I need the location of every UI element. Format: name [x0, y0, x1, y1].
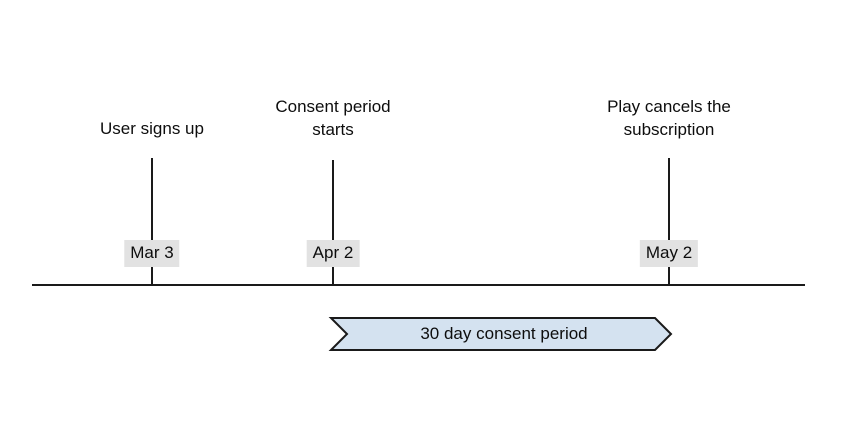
event-caption: Play cancels the subscription [607, 97, 731, 139]
chevron-arrow-shape [328, 317, 673, 351]
event-caption: User signs up [100, 119, 204, 138]
event-tick-line [332, 160, 334, 285]
event-tick-line [668, 158, 670, 285]
consent-period-banner: 30 day consent period [328, 317, 673, 351]
event-caption: Consent period starts [275, 97, 391, 139]
event-date-label: Mar 3 [124, 240, 180, 267]
event-tick-line [151, 158, 153, 285]
timeline-axis [32, 284, 805, 286]
event-date-label: May 2 [639, 240, 699, 267]
event-date-label: Apr 2 [306, 240, 360, 267]
